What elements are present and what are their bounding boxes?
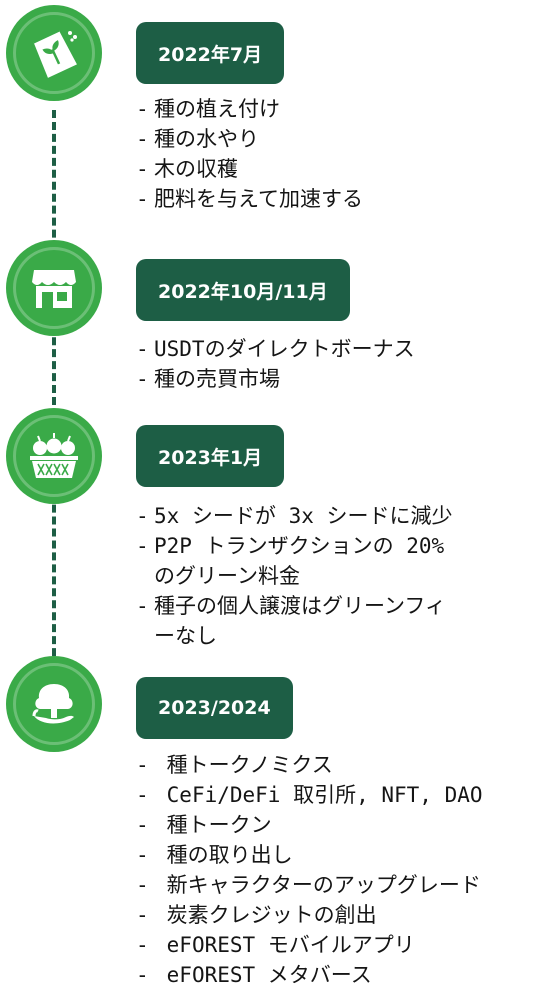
list-item: -肥料を与えて加速する — [136, 187, 363, 211]
list-item: -USDTのダイレクトボーナス — [136, 337, 415, 361]
list-item: -種子の個人譲渡はグリーンフィ ーなし — [136, 594, 446, 648]
list-item: -種の売買市場 — [136, 367, 280, 391]
list-item: -P2P トランザクションの 20% のグリーン料金 — [136, 534, 445, 588]
list-item: -5x シードが 3x シードに減少 — [136, 504, 453, 528]
tree-hand-icon — [6, 656, 102, 752]
list-item: - CeFi/DeFi 取引所, NFT, DAO — [136, 783, 483, 807]
date-badge: 2023/2024 — [136, 677, 293, 739]
list-item: - eFOREST モバイルアプリ — [136, 933, 415, 957]
feature-list: -USDTのダイレクトボーナス -種の売買市場 — [136, 334, 415, 394]
date-badge: 2023年1月 — [136, 425, 285, 487]
list-item: - eFOREST メタバース — [136, 963, 372, 987]
feature-list: -種の植え付け -種の水やり -木の収穫 -肥料を与えて加速する — [136, 94, 363, 214]
timeline-connector — [52, 110, 56, 680]
list-item: -種の水やり — [136, 127, 259, 151]
list-item: - 新キャラクターのアップグレード — [136, 873, 481, 897]
feature-list: - 種トークノミクス - CeFi/DeFi 取引所, NFT, DAO - 種… — [136, 750, 483, 990]
list-item: - 種トークン — [136, 813, 272, 837]
store-icon — [6, 240, 102, 336]
date-badge: 2022年10月/11月 — [136, 259, 350, 321]
feature-list: -5x シードが 3x シードに減少 -P2P トランザクションの 20% のグ… — [136, 501, 453, 651]
list-item: - 炭素クレジットの創出 — [136, 903, 377, 927]
list-item: - 種トークノミクス — [136, 753, 333, 777]
fruit-basket-icon — [6, 408, 102, 504]
list-item: -木の収穫 — [136, 157, 238, 181]
date-badge: 2022年7月 — [136, 22, 285, 84]
seed-bag-icon — [6, 5, 102, 101]
list-item: - 種の取り出し — [136, 843, 293, 867]
list-item: -種の植え付け — [136, 97, 280, 121]
